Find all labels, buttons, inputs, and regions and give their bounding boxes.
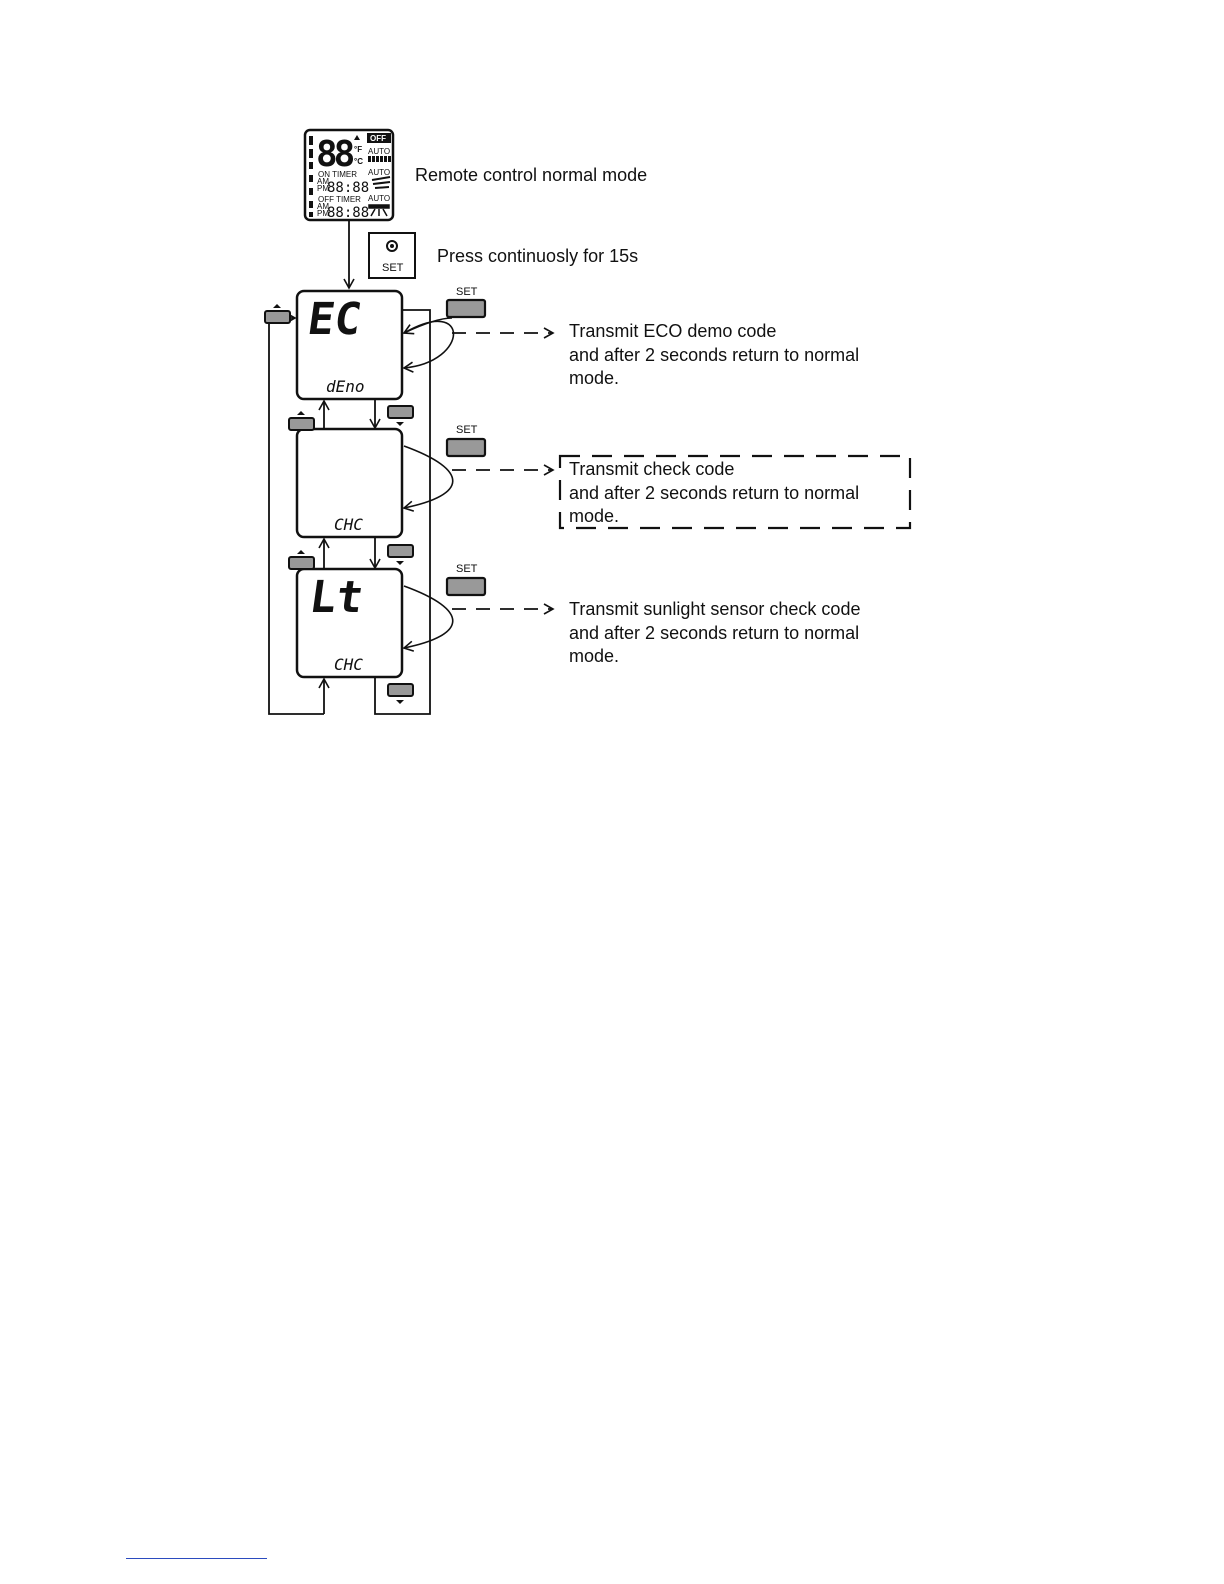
auto-louver-label: AUTO <box>368 194 390 203</box>
set-button-1[interactable] <box>445 298 487 319</box>
down-button-3[interactable] <box>387 683 414 704</box>
screen-check-code: CHC <box>295 427 404 539</box>
louver-fan-icon <box>368 204 390 217</box>
down-button-2[interactable] <box>387 544 414 565</box>
screen-eco-demo: EC dEno <box>295 289 404 401</box>
up-button-2[interactable] <box>288 411 315 431</box>
off-timer-time: 88:88 <box>327 205 369 221</box>
set-label-1: SET <box>456 286 478 298</box>
temperature-digits: 88 <box>316 134 354 175</box>
screen-1-sub: dEno <box>326 377 365 396</box>
screen-1-main: EC <box>304 294 364 345</box>
set-button-large[interactable]: SET <box>368 232 416 279</box>
unit-celsius: °C <box>354 157 363 166</box>
description-2: Transmit check code and after 2 seconds … <box>569 459 859 526</box>
screen-3-sub: CHC <box>334 655 363 674</box>
description-3: Transmit sunlight sensor check code and … <box>569 599 860 666</box>
description-1-line-2: and after 2 seconds return to normal <box>569 345 859 365</box>
set-button-icon <box>386 240 398 252</box>
set-row-2: SET <box>402 424 555 512</box>
highlight-box <box>558 454 912 530</box>
description-2-line-3: mode. <box>569 506 619 526</box>
screen-sunlight-check: Lt CHC <box>295 567 404 679</box>
up-button-icon <box>297 550 305 554</box>
off-am-label: AM <box>317 202 329 211</box>
description-2-line-1: Transmit check code <box>569 459 734 479</box>
auto-swing-label: AUTO <box>368 168 390 177</box>
set-label-3: SET <box>456 563 478 575</box>
normal-mode-label: Remote control normal mode <box>415 165 647 185</box>
description-1-line-3: mode. <box>569 368 619 388</box>
swing-louver-icon <box>371 176 391 189</box>
description-3-line-2: and after 2 seconds return to normal <box>569 623 859 643</box>
unit-fahrenheit: °F <box>354 145 362 154</box>
off-pm-label: PM <box>317 209 329 218</box>
set-button-3[interactable] <box>445 576 487 597</box>
set-button-label: SET <box>382 262 404 274</box>
description-3-line-1: Transmit sunlight sensor check code <box>569 599 860 619</box>
set-label-2: SET <box>456 424 478 436</box>
on-am-label: AM <box>317 177 329 186</box>
screen-3-main: Lt <box>306 572 366 623</box>
down-button-icon <box>396 700 404 704</box>
description-3-line-3: mode. <box>569 646 619 666</box>
down-button-icon <box>396 561 404 565</box>
fan-bars-icon <box>368 156 391 162</box>
footnote-rule <box>126 1558 267 1559</box>
up-button-icon <box>297 411 305 415</box>
description-1: Transmit ECO demo code and after 2 secon… <box>569 321 859 388</box>
off-timer-label: OFF TIMER <box>318 195 361 204</box>
up-button-icon <box>273 304 281 308</box>
screen-2-sub: CHC <box>334 515 363 534</box>
on-timer-label: ON TIMER <box>318 170 357 179</box>
on-timer-time: 88:88 <box>327 180 369 196</box>
off-badge: OFF <box>370 134 386 143</box>
up-button-1[interactable] <box>264 304 291 324</box>
press-label: Press continuosly for 15s <box>437 246 638 266</box>
auto-fan-label: AUTO <box>368 147 390 156</box>
description-2-line-2: and after 2 seconds return to normal <box>569 483 859 503</box>
set-row-3: SET <box>402 563 555 652</box>
description-1-line-1: Transmit ECO demo code <box>569 321 776 341</box>
down-button-icon <box>396 422 404 426</box>
on-pm-label: PM <box>317 184 329 193</box>
set-row-1: SET <box>402 286 555 373</box>
triangle-up-icon <box>354 135 360 140</box>
up-button-3[interactable] <box>288 550 315 570</box>
set-button-2[interactable] <box>445 437 487 458</box>
down-button-1[interactable] <box>387 405 414 426</box>
normal-mode-display: 88 °F °C OFF AUTO ON TIMER AM PM 88:88 A… <box>303 128 395 222</box>
